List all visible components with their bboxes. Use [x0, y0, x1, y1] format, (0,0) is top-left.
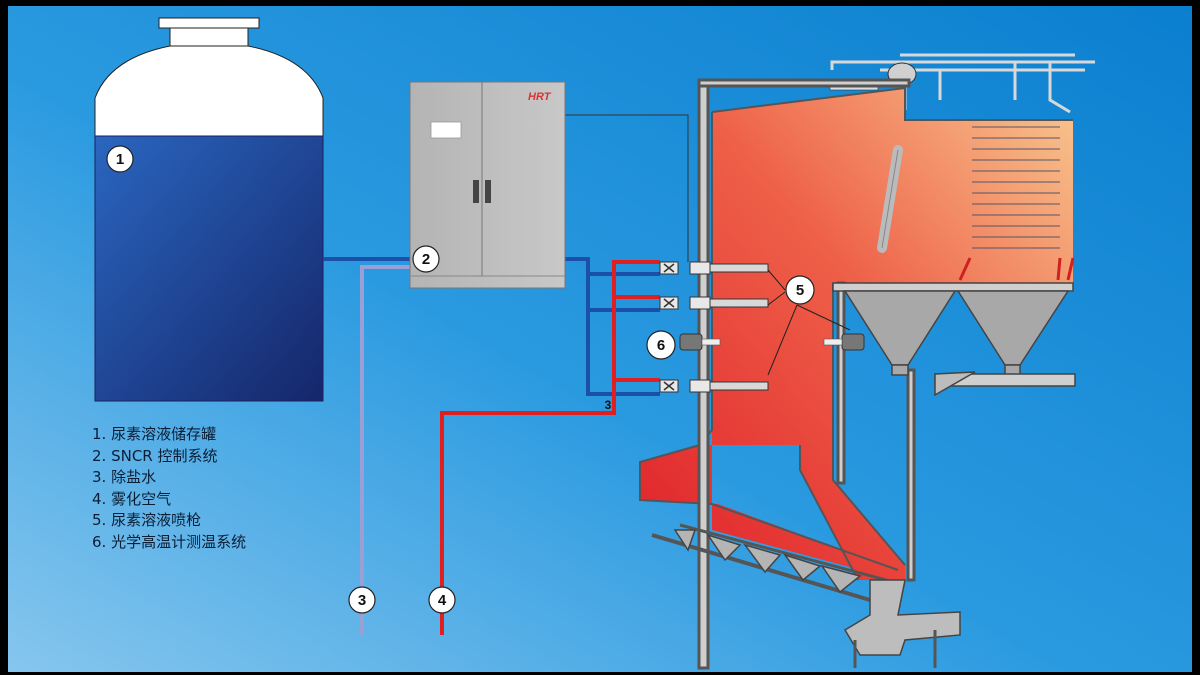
markers: 1 2 3 4 5 6 3 — [106, 145, 815, 614]
marker-4: 4 — [428, 586, 456, 614]
boiler-furnace — [639, 53, 1095, 670]
legend-item: 3. 除盐水 — [92, 468, 157, 486]
cabinet-handle-left — [473, 180, 479, 203]
pipe-demin-water — [360, 265, 412, 635]
legend-item: 2. SNCR 控制系统 — [92, 446, 218, 465]
marker-6: 6 — [646, 330, 676, 360]
lance-1 — [659, 261, 769, 275]
legend: 1. 尿素溶液储存罐 2. SNCR 控制系统 3. 除盐水 4. 雾化空气 5… — [92, 424, 347, 553]
grate — [651, 523, 906, 602]
svg-text:1: 1 — [116, 151, 124, 168]
marker-5: 5 — [785, 275, 815, 305]
marker-1: 1 — [106, 145, 134, 173]
pipe-blue-main — [565, 257, 660, 396]
frame-column-left — [697, 78, 710, 670]
cabinet-brand: HRT — [528, 91, 552, 103]
lance-leader-lines — [767, 269, 851, 376]
legend-item: 4. 雾化空气 — [92, 489, 172, 508]
svg-text:5: 5 — [796, 282, 804, 299]
svg-text:6: 6 — [657, 337, 665, 354]
urea-injection-lances — [659, 261, 769, 393]
ash-discharge — [843, 579, 961, 656]
legend-item: 1. 尿素溶液储存罐 — [92, 425, 217, 443]
superheater-panels — [972, 126, 1060, 249]
pyrometers — [679, 333, 865, 351]
urea-storage-tank — [94, 17, 324, 402]
svg-text:4: 4 — [438, 592, 447, 609]
svg-text:3: 3 — [358, 592, 366, 609]
cabinet-display — [430, 121, 462, 139]
cabinet-handle-right — [485, 180, 491, 203]
signal-line — [565, 114, 689, 262]
legend-item: 5. 尿素溶液喷枪 — [92, 511, 202, 529]
marker-2: 2 — [412, 245, 440, 273]
pipes — [323, 114, 689, 635]
legend-item: 6. 光学高温计测温系统 — [92, 532, 247, 551]
marker-3: 3 — [348, 586, 376, 614]
junction-label-3: 3 — [605, 398, 612, 412]
svg-text:2: 2 — [422, 251, 430, 268]
combustion-chamber — [640, 88, 1073, 580]
ash-hoppers — [832, 282, 1076, 397]
lance-2 — [659, 296, 769, 310]
pipe-atomizing-air — [440, 260, 660, 635]
lance-3 — [659, 379, 769, 393]
